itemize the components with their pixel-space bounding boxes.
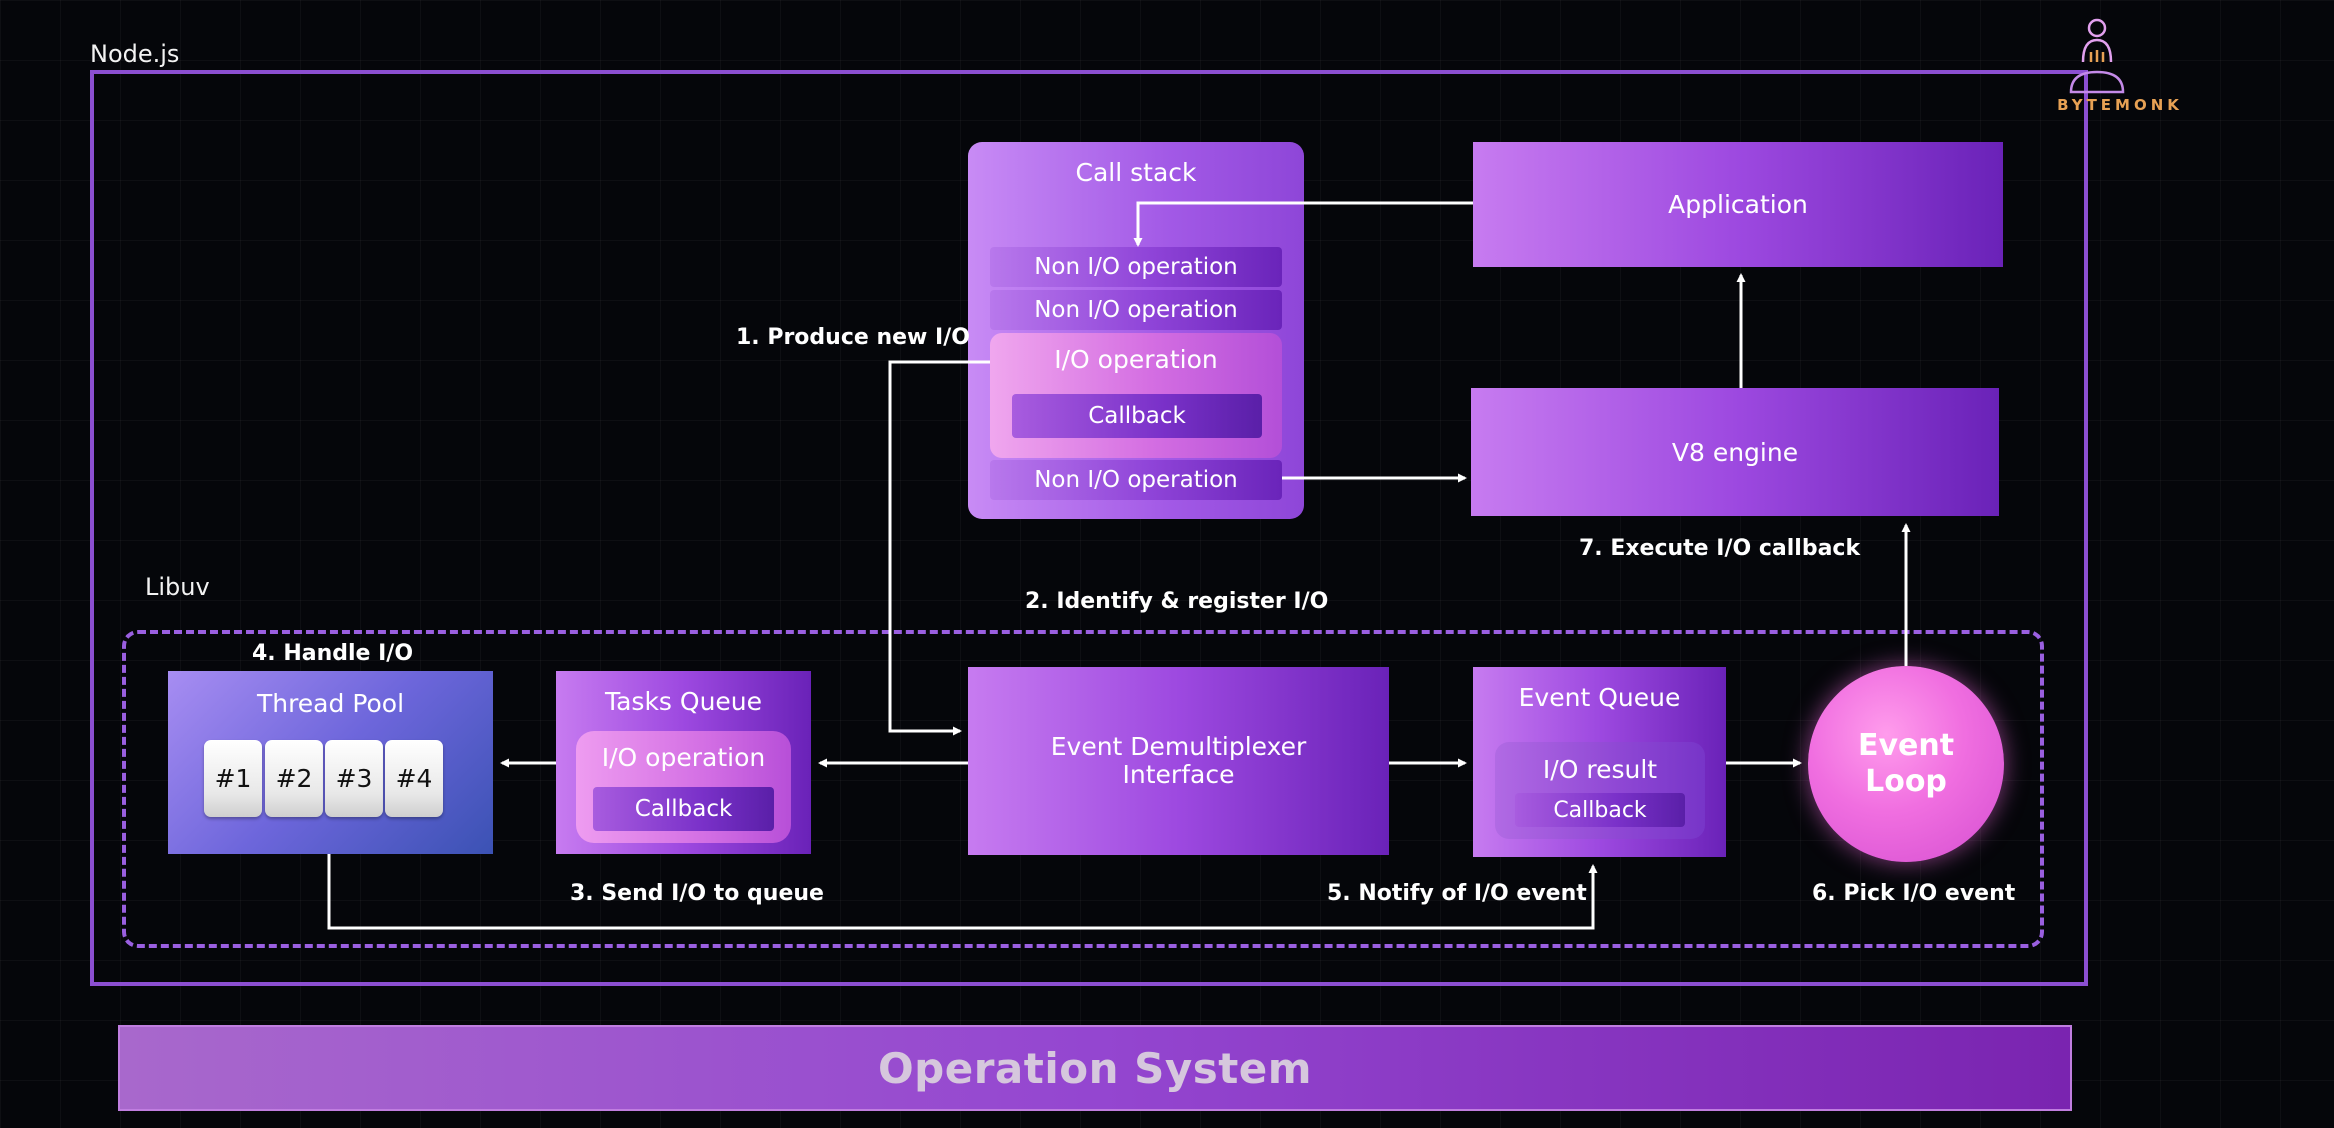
thread-slot: #2	[265, 740, 323, 817]
tasks-queue-io-label: I/O operation	[601, 742, 766, 772]
nodejs-container	[90, 70, 2088, 986]
application-box: Application	[1473, 142, 2003, 267]
arrow-application-to-callstack	[1133, 201, 1473, 247]
thread-slot: #4	[385, 740, 443, 817]
call-stack-row-4: Non I/O operation	[990, 460, 1282, 500]
tasks-queue-box: Tasks Queue I/O operation Callback	[556, 671, 811, 854]
event-queue-io-result: I/O result Callback	[1495, 742, 1705, 839]
demultiplexer-line-1: Event Demultiplexer	[1050, 732, 1307, 761]
thread-slot: #1	[204, 740, 262, 817]
libuv-label: Libuv	[145, 573, 210, 601]
step-2-label: 2. Identify & register I/O	[1025, 589, 1329, 614]
arrow-thread-pool-to-event-queue	[327, 854, 1598, 930]
nodejs-label: Node.js	[90, 40, 180, 68]
call-stack-panel: Call stack Non I/O operation Non I/O ope…	[968, 142, 1304, 519]
io-result-label: I/O result	[1542, 754, 1658, 784]
step-3-label: 3. Send I/O to queue	[570, 881, 824, 906]
thread-slot: #3	[325, 740, 383, 817]
call-stack-row-2: Non I/O operation	[990, 290, 1282, 330]
v8-engine-box: V8 engine	[1471, 388, 1999, 516]
logo: BYTEMONK	[2045, 14, 2195, 114]
event-loop-circle: Event Loop	[1808, 666, 2004, 862]
call-stack-row-1: Non I/O operation	[990, 247, 1282, 287]
thread-pool-box: Thread Pool #1 #2 #3 #4	[168, 671, 493, 854]
callback-pill: Callback	[1012, 394, 1262, 438]
step-4-label: 4. Handle I/O	[252, 641, 414, 666]
demultiplexer-line-2: Interface	[1122, 760, 1235, 789]
event-queue-box: Event Queue I/O result Callback	[1473, 667, 1726, 857]
step-7-label: 7. Execute I/O callback	[1579, 536, 1861, 561]
tasks-queue-title: Tasks Queue	[604, 686, 763, 716]
arrow-produce-io	[888, 360, 990, 736]
operation-system-bar: Operation System	[118, 1025, 2072, 1111]
step-5-label: 5. Notify of I/O event	[1327, 881, 1587, 906]
call-stack-title: Call stack	[1075, 157, 1197, 187]
event-queue-callback: Callback	[1515, 793, 1685, 827]
call-stack-io-operation: I/O operation Callback	[990, 333, 1282, 458]
event-loop-line-1: Event	[1857, 728, 1955, 763]
step-6-label: 6. Pick I/O event	[1812, 881, 2016, 906]
step-1-label: 1. Produce new I/O	[736, 325, 970, 350]
event-loop-line-2: Loop	[1865, 764, 1947, 799]
event-demultiplexer-box: Event Demultiplexer Interface	[968, 667, 1389, 855]
event-queue-title: Event Queue	[1518, 682, 1681, 712]
tasks-queue-io-operation: I/O operation Callback	[576, 731, 791, 843]
logo-text: BYTEMONK	[2057, 96, 2183, 114]
libuv-container	[122, 630, 2044, 948]
monk-icon	[2069, 18, 2125, 94]
tasks-queue-callback: Callback	[593, 787, 774, 831]
io-operation-label: I/O operation	[1054, 344, 1218, 374]
thread-pool-title: Thread Pool	[256, 688, 405, 718]
